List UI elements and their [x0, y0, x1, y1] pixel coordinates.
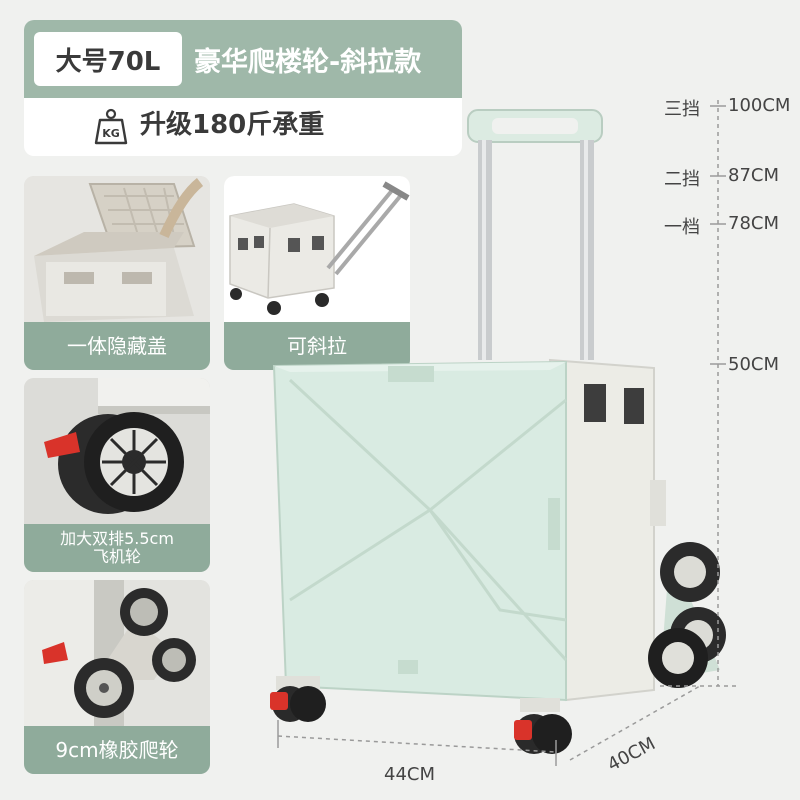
climbing-wheel-image [24, 580, 210, 726]
double-wheel-image [24, 378, 210, 518]
gear-1-height: 78CM [728, 213, 780, 234]
gear-2-label: 二挡 [664, 169, 700, 190]
product-title: 豪华爬楼轮-斜拉款 [194, 46, 422, 78]
capacity-badge: 大号70L [34, 32, 182, 86]
weight-kg-icon: KG [94, 108, 128, 145]
tilt-pull-label: 可斜拉 [224, 322, 410, 370]
double-wheel-label-line1: 加大双排5.5cm [60, 528, 174, 548]
banner-header: 大号70L 豪华爬楼轮-斜拉款 [24, 20, 462, 98]
kg-icon-text: KG [102, 127, 120, 140]
trolley-cart-illustration [270, 100, 740, 766]
gear-3-label: 三挡 [664, 99, 700, 120]
gear-1-label: 一档 [664, 217, 700, 238]
double-wheel-label-line2: 飞机轮 [92, 547, 141, 566]
hidden-lid-label: 一体隐藏盖 [24, 322, 210, 370]
title-banner: 大号70L 豪华爬楼轮-斜拉款 [24, 20, 462, 156]
gear-2-height: 87CM [728, 165, 780, 186]
feature-card-climbing-wheel: 9cm橡胶爬轮 [24, 580, 210, 774]
double-wheel-label: 加大双排5.5cm 飞机轮 [24, 524, 210, 572]
box-height-label: 50CM [728, 354, 780, 375]
feature-card-tilt-pull: 可斜拉 [224, 176, 410, 370]
climbing-wheel-label: 9cm橡胶爬轮 [24, 726, 210, 774]
feature-card-hidden-lid: 一体隐藏盖 [24, 176, 210, 370]
load-capacity-text: 升级180斤承重 [140, 110, 325, 140]
width-dimension-label: 44CM [384, 764, 436, 785]
feature-card-double-wheel: 加大双排5.5cm 飞机轮 [24, 378, 210, 572]
tilt-pull-image [224, 176, 410, 322]
hidden-lid-image [24, 176, 210, 322]
gear-3-height: 100CM [728, 95, 791, 116]
